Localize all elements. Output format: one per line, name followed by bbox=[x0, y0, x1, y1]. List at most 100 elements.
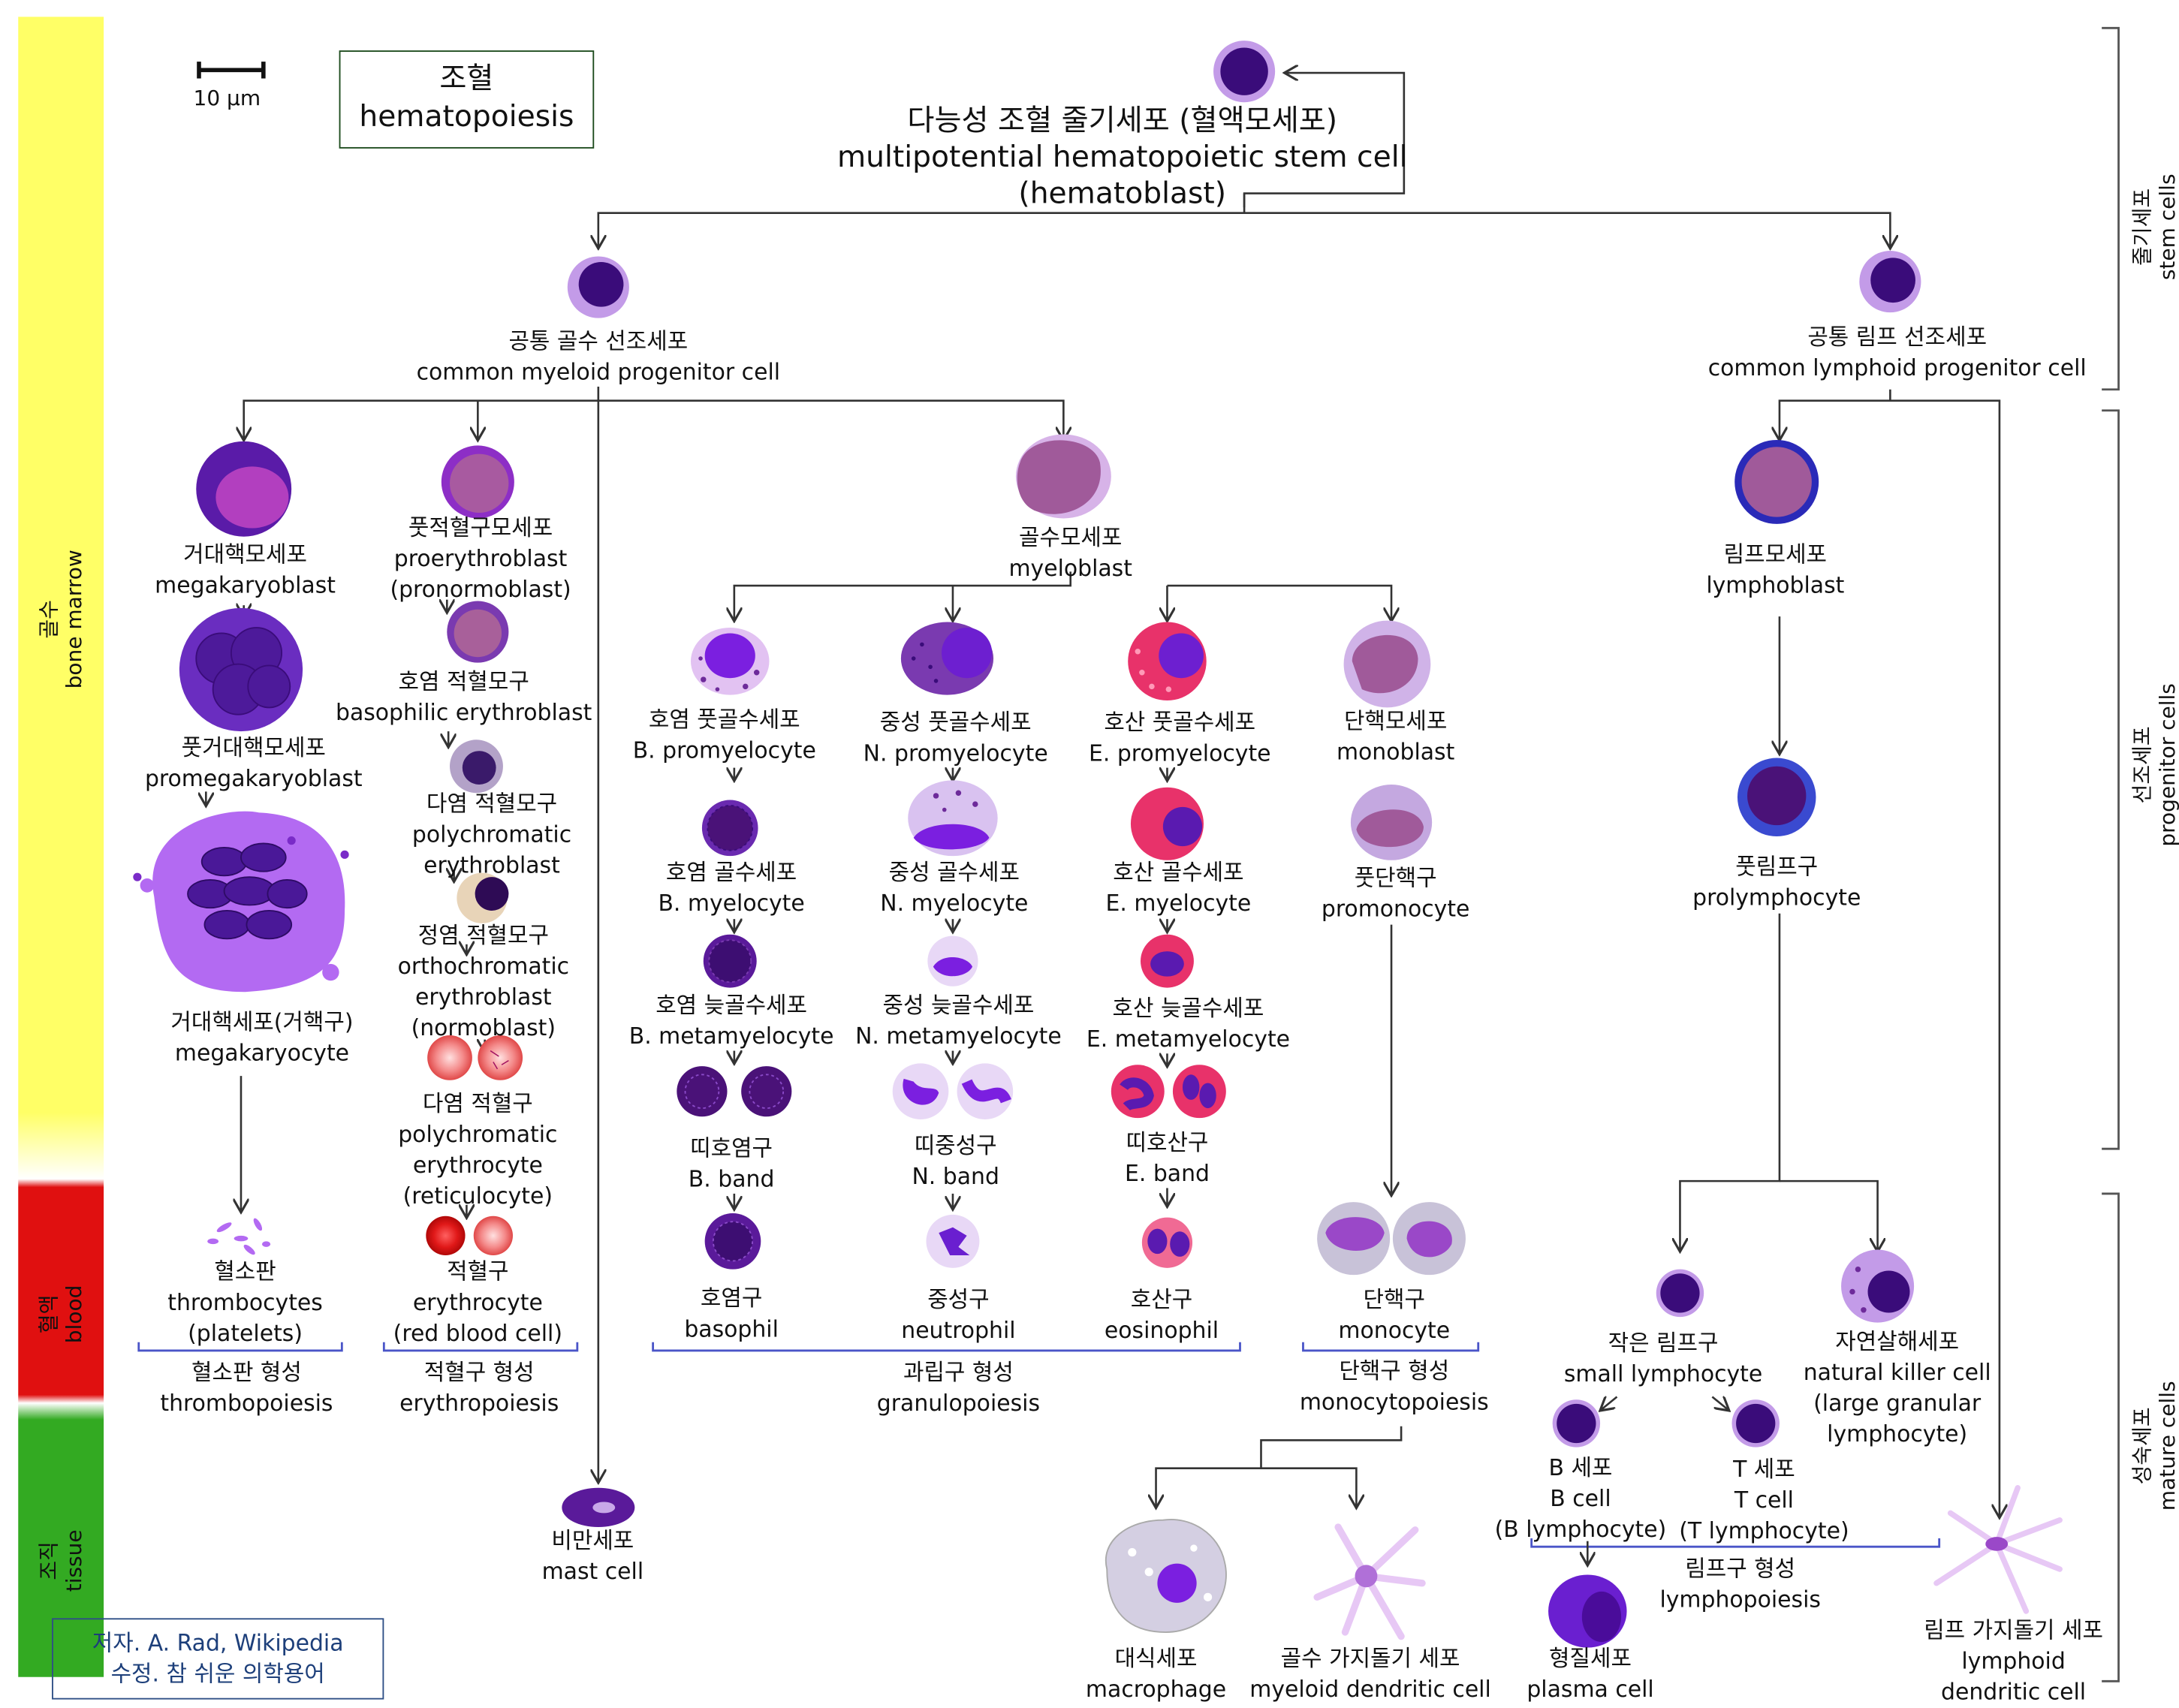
stage-brackets bbox=[2102, 26, 2120, 1682]
e-myelocyte-icon bbox=[1130, 787, 1204, 860]
n-metamyelocyte-icon bbox=[927, 935, 978, 987]
monocyte-icon bbox=[1317, 1202, 1466, 1276]
b-band-icon bbox=[677, 1066, 792, 1117]
n-myelocyte-icon bbox=[908, 780, 998, 857]
macrophage-icon bbox=[1105, 1518, 1227, 1633]
credit-line2: 수정. 참 쉬운 의학용어 bbox=[110, 1660, 325, 1687]
e-promyelocyte-icon bbox=[1128, 622, 1207, 701]
megakaryoblast-icon bbox=[196, 441, 292, 537]
lineage-arrows bbox=[206, 73, 2000, 1564]
basophil-icon bbox=[704, 1213, 761, 1270]
polychromatic-erythroblast-icon bbox=[450, 740, 503, 794]
myeloid-dendritic-cell-icon bbox=[1313, 1523, 1426, 1640]
clp-cell-icon bbox=[1859, 251, 1921, 313]
basophilic-erythroblast-icon bbox=[447, 601, 509, 663]
promegakaryoblast-icon bbox=[179, 607, 303, 732]
promonocyte-icon bbox=[1350, 785, 1433, 860]
nk-cell-icon bbox=[1841, 1249, 1915, 1323]
credit-line1: 저자. A. Rad, Wikipedia bbox=[92, 1629, 344, 1656]
proerythroblast-icon bbox=[441, 445, 514, 519]
t-cell-icon bbox=[1731, 1399, 1780, 1447]
hsc-cell-icon bbox=[1213, 41, 1276, 103]
mast-cell-icon bbox=[562, 1487, 635, 1528]
platelets-icon bbox=[207, 1218, 271, 1255]
b-promyelocyte-icon bbox=[690, 628, 770, 695]
n-promyelocyte-icon bbox=[900, 622, 994, 695]
megakaryocyte-icon bbox=[133, 811, 349, 993]
title-en: hematopoiesis bbox=[359, 99, 574, 134]
group-brackets bbox=[137, 1342, 1941, 1548]
b-myelocyte-icon bbox=[701, 800, 758, 857]
n-band-icon bbox=[892, 1063, 1014, 1120]
lymphoid-dendritic-cell-icon bbox=[1933, 1485, 2063, 1614]
zone-color-bar bbox=[18, 17, 104, 1677]
reticulocyte-icon bbox=[427, 1035, 523, 1080]
erythrocyte-icon bbox=[426, 1215, 513, 1256]
lymphoblast-icon bbox=[1734, 439, 1819, 524]
scale-label: 10 μm bbox=[193, 85, 261, 111]
monoblast-icon bbox=[1343, 620, 1431, 708]
small-lymphocyte-icon bbox=[1656, 1269, 1704, 1318]
e-band-icon bbox=[1111, 1065, 1226, 1119]
neutrophil-icon bbox=[926, 1214, 980, 1268]
megakaryocyte-label: 거대핵세포(거핵구)megakaryocyte bbox=[170, 1008, 354, 1067]
b-cell-icon bbox=[1552, 1399, 1601, 1447]
b-metamyelocyte-icon bbox=[703, 934, 757, 988]
title-box: 조혈 hematopoiesis bbox=[339, 50, 595, 149]
title-ko: 조혈 bbox=[439, 62, 494, 95]
cmp-cell-icon bbox=[567, 256, 629, 318]
